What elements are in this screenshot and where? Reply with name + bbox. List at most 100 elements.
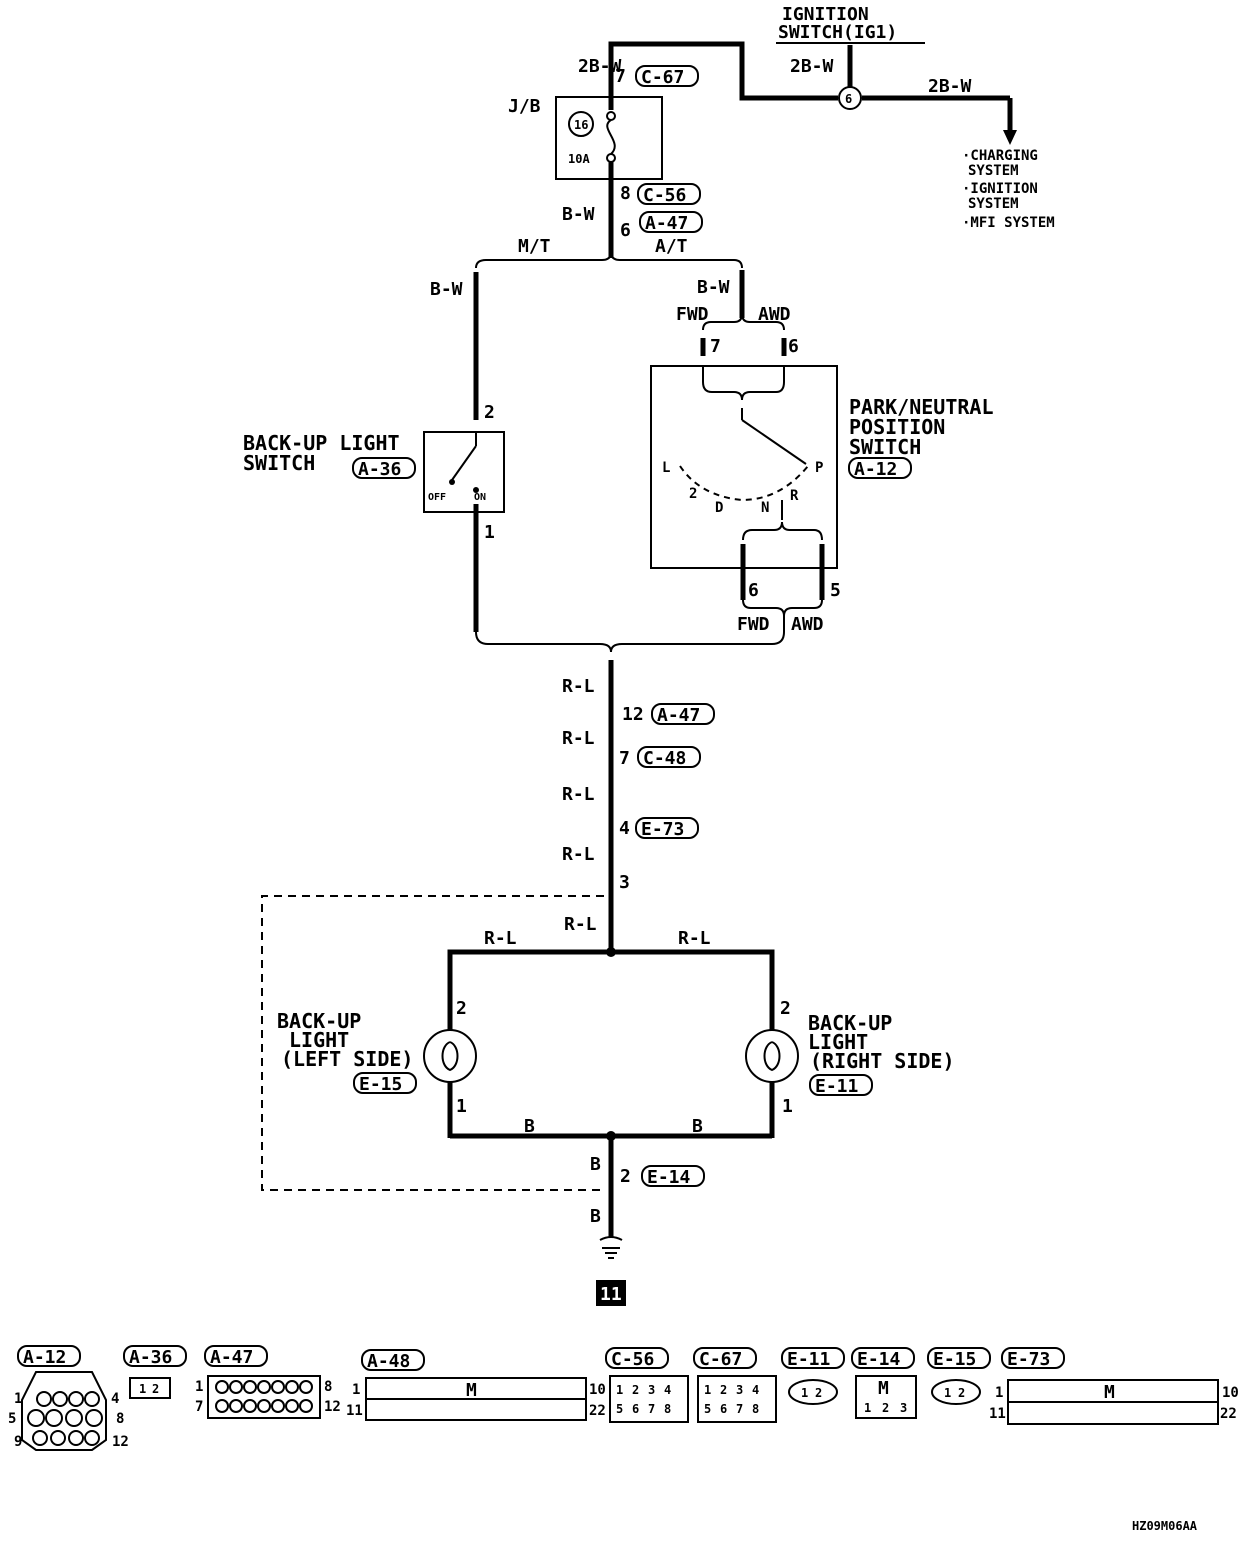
seg3-pin: 4: [619, 818, 630, 839]
at-pos-L: L: [662, 460, 670, 476]
right-light-line2: LIGHT: [808, 1030, 868, 1054]
legend-a48-mark: M: [466, 1380, 477, 1401]
legend-c67-pin2: 2: [720, 1383, 727, 1397]
at-pin-awd-out: 5: [830, 580, 841, 601]
at-bottom-awd: AWD: [791, 614, 824, 635]
left-light-line2: LIGHT: [289, 1028, 349, 1052]
legend-e15-id: E-15: [933, 1349, 976, 1370]
seg4-wire: R-L: [562, 844, 595, 865]
legend-e11-id: E-11: [787, 1349, 830, 1370]
right-pin-bottom: 1: [782, 1096, 793, 1117]
legend-e73-badge: [1001, 1347, 1065, 1369]
connector-e73-badge: [635, 817, 699, 839]
seg2-wire: R-L: [562, 728, 595, 749]
right-light-connector: E-11: [815, 1076, 858, 1097]
jb-conn-bottom: C-56: [643, 185, 686, 206]
seg2-connector: C-48: [643, 748, 686, 769]
at-name-3: SWITCH: [849, 435, 921, 459]
at-inner-top-brace: [702, 381, 785, 401]
at-pos-D: D: [715, 500, 723, 516]
legend-c56-pin5: 5: [616, 1402, 623, 1416]
fuse-rating: 10A: [568, 152, 590, 166]
legend-e15-pin2: 2: [958, 1386, 965, 1400]
mt-connector: A-36: [358, 459, 401, 480]
dest-ignition: ·IGNITION: [962, 181, 1038, 197]
legend-c67-pin8: 8: [752, 1402, 759, 1416]
legend-e73-pin10: 10: [1222, 1385, 1239, 1401]
connector-a47-badge-top: [639, 211, 703, 233]
jb-pin-a47: 6: [620, 220, 631, 241]
legend-a12-pin5: 5: [8, 1411, 16, 1427]
at-connector: A-12: [854, 459, 897, 480]
legend-a47-shape: [207, 1375, 321, 1419]
legend-c56-pin2: 2: [632, 1383, 639, 1397]
mt-switch-name-1: BACK-UP LIGHT: [243, 431, 400, 455]
main-feed-line: R-L 12 A-47 R-L 7 C-48 R-L 4 E-73 R-L 3 …: [447, 660, 775, 1000]
left-branch-wire: R-L: [484, 928, 517, 949]
legend-e14-id: E-14: [857, 1349, 901, 1370]
mt-wire-label: B-W: [430, 279, 463, 300]
mt-switch-pivot: [449, 479, 455, 485]
legend-a36-pin2: 2: [152, 1382, 159, 1396]
legend-c67-pin5: 5: [704, 1402, 711, 1416]
connector-e11-badge: [809, 1074, 873, 1096]
seg1-pin: 12: [622, 704, 644, 725]
right-light-line3: (RIGHT SIDE): [810, 1049, 955, 1073]
legend-c56-pin4: 4: [664, 1383, 671, 1397]
legend-e15-badge: [927, 1347, 991, 1369]
top-feed-wire: [608, 41, 838, 101]
left-pin-top: 2: [456, 998, 467, 1019]
split-mt-label: M/T: [518, 236, 551, 257]
connector-c48-badge: [637, 746, 701, 768]
at-pos-N: N: [761, 500, 769, 516]
connector-e15-badge: [353, 1072, 417, 1094]
legend-e14-mark: M: [878, 1378, 889, 1399]
at-selector-arm: [741, 419, 807, 465]
connector-a12-badge: [848, 457, 912, 479]
legend-e73-mark: M: [1104, 1382, 1115, 1403]
legend-c56-shape: [609, 1375, 689, 1423]
legend-e14-shape: [855, 1375, 917, 1419]
legend-e14-pin1: 1: [864, 1401, 871, 1415]
jb-conn-a47: A-47: [645, 213, 688, 234]
at-wire-label: B-W: [697, 277, 730, 298]
legend-e11-pin1: 1: [801, 1386, 808, 1400]
at-top-brace: [702, 313, 785, 331]
fuse-number: 16: [574, 118, 588, 132]
legend-e73-pin1: 1: [995, 1385, 1003, 1401]
at-name-2: POSITION: [849, 415, 945, 439]
legend-a12-pin1: 1: [14, 1391, 22, 1407]
legend-a48-pin11: 11: [346, 1403, 363, 1419]
legend-a12-pin9: 9: [14, 1434, 22, 1450]
connector-c56-badge: [637, 183, 701, 205]
legend-a12-badge: [17, 1345, 81, 1367]
legend-a47-pin7: 7: [195, 1399, 203, 1415]
connector-a36-badge: [352, 457, 416, 479]
ignition-title-line2: SWITCH(IG1): [778, 22, 897, 43]
ignition-title-line1: IGNITION: [782, 4, 869, 25]
after3-wire: R-L: [564, 914, 597, 935]
legend-c67-pin7: 7: [736, 1402, 743, 1416]
backup-light-switch: B-W 2 BACK-UP LIGHT SWITCH A-36 OFF ON 1: [243, 272, 505, 632]
mt-pin-top: 2: [484, 402, 495, 423]
jb-top-wire-label: 2B-W: [578, 56, 622, 77]
ground-section: B B B 2 E-14 B 11: [450, 1116, 772, 1306]
mt-pos-off: OFF: [428, 492, 446, 503]
jb-conn-top: C-67: [641, 67, 684, 88]
backup-light-right: 2 1 BACK-UP LIGHT (RIGHT SIDE) E-11: [745, 998, 955, 1138]
legend-c56-badge: [605, 1347, 669, 1369]
legend-a48-id: A-48: [367, 1351, 410, 1372]
backup-light-left: 2 1 BACK-UP LIGHT (LEFT SIDE) E-15: [277, 998, 477, 1138]
left-bulb-icon: [423, 1029, 477, 1083]
dashed-boundary: [261, 895, 604, 1191]
seg4-pin: 3: [619, 872, 630, 893]
ground-point-number: 11: [600, 1284, 622, 1305]
at-fwd-label: FWD: [676, 304, 709, 325]
legend-c56-pin7: 7: [648, 1402, 655, 1416]
connector-a47-badge: [651, 703, 715, 725]
mt-switch-contact: [451, 445, 477, 481]
legend-e14-pin2: 2: [882, 1401, 889, 1415]
ground-pin: 2: [620, 1166, 631, 1187]
left-light-line3: (LEFT SIDE): [281, 1047, 413, 1071]
ground-wire-left: B: [524, 1116, 535, 1137]
